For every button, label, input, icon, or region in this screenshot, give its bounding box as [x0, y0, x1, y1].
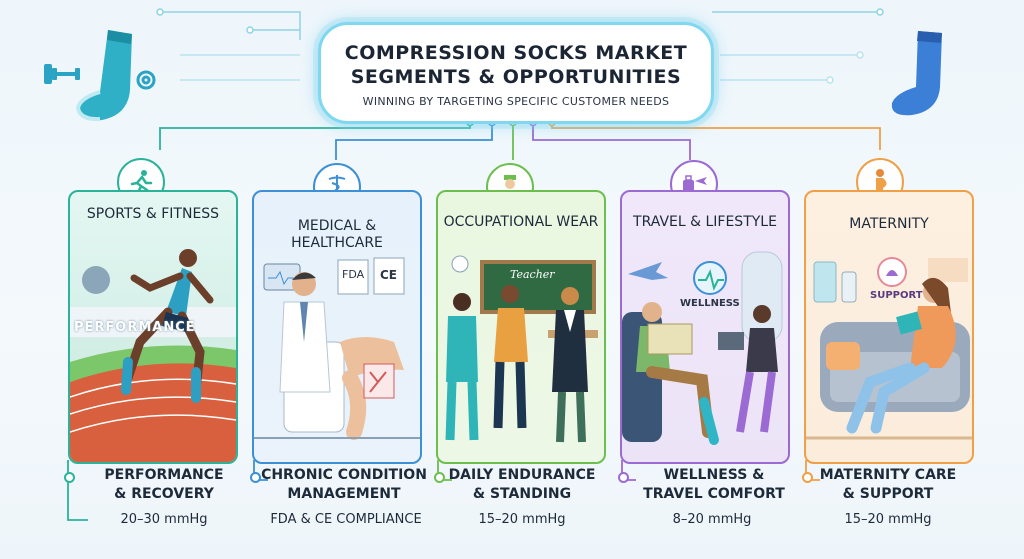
travel-panel: TRAVEL & LIFESTYLE WELLNESS [620, 190, 790, 464]
panel-title: MEDICAL & HEALTHCARE [291, 218, 383, 251]
title-line-2: SEGMENTS & OPPORTUNITIES [350, 66, 682, 88]
travel-outcome: WELLNESS & TRAVEL COMFORT [643, 467, 785, 502]
sports-panel: SPORTS & FITNESS PERFORMANCE [68, 190, 238, 464]
panel-title: MATERNITY [849, 216, 929, 232]
panel-title: TRAVEL & LIFESTYLE [633, 214, 777, 230]
title-line-1: COMPRESSION SOCKS MARKET [344, 42, 688, 64]
medical-outcome: CHRONIC CONDITION MANAGEMENT [261, 467, 427, 502]
teacher-label: Teacher [510, 268, 555, 281]
travel-scene [622, 251, 783, 445]
occupational-panel: OCCUPATIONAL WEAR Teacher [436, 190, 606, 464]
occupational-bullet [434, 472, 445, 483]
panel-title: SPORTS & FITNESS [86, 206, 220, 222]
dumbbell-icon [44, 64, 80, 84]
medical-compliance-value: FDA & CE COMPLIANCE [270, 512, 422, 527]
performance-banner: PERFORMANCE [74, 320, 196, 335]
maternity-bullet [802, 472, 813, 483]
fda-label: FDA [342, 268, 365, 281]
sports-outcome: PERFORMANCE & RECOVERY [104, 467, 224, 502]
wellness-label: WELLNESS [680, 298, 740, 309]
panel-title: OCCUPATIONAL WEAR [443, 214, 599, 230]
sports-bullet [64, 472, 75, 483]
travel-bullet [618, 472, 629, 483]
occupational-scene [445, 255, 598, 443]
support-label: SUPPORT [870, 290, 923, 301]
title-box: COMPRESSION SOCKS MARKET SEGMENTS & OPPO… [318, 22, 714, 124]
sports-pressure-value: 20–30 mmHg [120, 512, 208, 527]
occupational-outcome: DAILY ENDURANCE & STANDING [448, 467, 596, 502]
travel-sock-illustration [891, 31, 942, 116]
ce-label: CE [380, 268, 398, 282]
medical-panel: MEDICAL & HEALTHCARE FDA CE [252, 190, 422, 464]
maternity-pressure-value: 15–20 mmHg [844, 512, 932, 527]
sports-sock-illustration [44, 30, 156, 122]
maternity-scene [806, 257, 972, 440]
medical-bullet [250, 472, 261, 483]
subtitle: WINNING BY TARGETING SPECIFIC CUSTOMER N… [362, 95, 670, 108]
maternity-outcome: MATERNITY CARE & SUPPORT [819, 467, 957, 502]
sports-scene [70, 249, 236, 462]
medical-scene [254, 257, 420, 440]
gear-icon [136, 70, 156, 90]
maternity-panel: MATERNITY SUPPORT [804, 190, 974, 464]
occupational-pressure-value: 15–20 mmHg [478, 512, 566, 527]
travel-pressure-value: 8–20 mmHg [672, 512, 752, 527]
